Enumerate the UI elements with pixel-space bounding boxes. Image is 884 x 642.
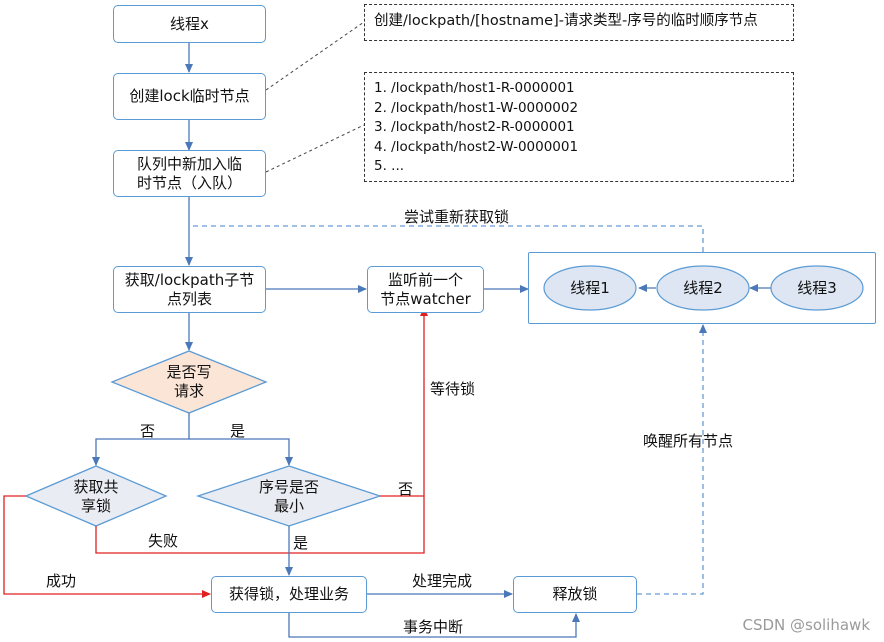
- arrow-wake-all: [637, 324, 707, 595]
- decision-is-write-text: 是否写 请求: [139, 363, 239, 401]
- note-create-lock: 创建/lockpath/[hostname]-请求类型-序号的临时顺序节点: [364, 4, 794, 41]
- node-create-lock-label: 创建lock临时节点: [129, 87, 250, 105]
- decision-get-shared-text: 获取共 享锁: [56, 478, 136, 516]
- decision-seq-min-line1: 序号是否: [258, 478, 319, 496]
- decision-seq-min-line2: 最小: [273, 497, 304, 515]
- edge-label-wake-all: 唤醒所有节点: [643, 432, 734, 450]
- note-create-lock-text: 创建/lockpath/[hostname]-请求类型-序号的临时顺序节点: [374, 13, 758, 29]
- edge-label-no-min: 否: [398, 480, 414, 498]
- decision-get-shared-line1: 获取共: [73, 478, 119, 496]
- arrow-success: [3, 495, 211, 598]
- note-leader-queue: [265, 124, 365, 173]
- edge-label-wait: 等待锁: [430, 380, 476, 398]
- node-watch-line1: 监听前一个: [387, 270, 463, 289]
- note-queue-list: 1. /lockpath/host1-R-0000001 2. /lockpat…: [364, 72, 794, 182]
- decision-get-shared-line2: 享锁: [80, 497, 111, 515]
- edge-label-success: 成功: [46, 572, 77, 590]
- node-release-label: 释放锁: [552, 585, 598, 603]
- thread-queue-container: [528, 252, 876, 324]
- node-enqueue-line1: 队列中新加入临: [136, 154, 242, 173]
- edge-label-yes-write: 是: [230, 422, 246, 440]
- edge-label-retry: 尝试重新获取锁: [404, 208, 510, 226]
- thread-3-ellipse: [770, 265, 864, 311]
- thread-3-label: 线程3: [797, 279, 837, 297]
- edge-label-yes-min: 是: [293, 534, 309, 552]
- thread-1-ellipse: [543, 265, 637, 311]
- node-create-lock: 创建lock临时节点: [113, 73, 266, 120]
- note-queue-item-1: 1. /lockpath/host1-R-0000001: [374, 80, 575, 96]
- note-queue-item-5: 5. ...: [374, 158, 405, 174]
- decision-seq-min-text: 序号是否 最小: [239, 478, 339, 516]
- edge-label-done: 处理完成: [412, 572, 473, 590]
- node-release: 释放锁: [513, 576, 637, 613]
- decision-is-write-line1: 是否写: [166, 363, 212, 381]
- node-get-children: 获取/lockpath子节 点列表: [113, 266, 266, 313]
- thread-2-ellipse: [656, 265, 750, 311]
- edge-label-no-write: 否: [140, 422, 156, 440]
- arrow-retry: [189, 225, 704, 252]
- note-queue-item-2: 2. /lockpath/host1-W-0000002: [374, 99, 579, 116]
- thread-1-label: 线程1: [570, 279, 610, 297]
- node-acquired: 获得锁，处理业务: [211, 576, 367, 613]
- note-queue-item-4: 4. /lockpath/host2-W-0000001: [374, 138, 579, 155]
- node-get-children-line2: 点列表: [166, 289, 212, 308]
- node-enqueue: 队列中新加入临 时节点（入队）: [113, 150, 266, 197]
- node-thread-x: 线程x: [113, 5, 266, 43]
- edge-label-interrupt: 事务中断: [403, 618, 464, 636]
- edge-label-fail: 失败: [148, 532, 179, 550]
- note-queue-item-3: 3. /lockpath/host2-R-0000001: [374, 119, 575, 135]
- note-leader-create: [265, 21, 365, 91]
- branch-is-write-yes: [189, 438, 293, 466]
- node-get-children-line1: 获取/lockpath子节: [124, 270, 255, 289]
- decision-is-write-line2: 请求: [173, 382, 204, 400]
- node-watch-previous: 监听前一个 节点watcher: [367, 266, 484, 313]
- node-enqueue-line2: 时节点（入队）: [136, 173, 242, 192]
- watermark: CSDN @solihawk: [742, 616, 870, 634]
- arrow-interrupt: [288, 613, 580, 638]
- branch-is-write: [92, 413, 190, 466]
- node-watch-line2: 节点watcher: [380, 289, 471, 308]
- thread-2-label: 线程2: [683, 279, 723, 297]
- node-thread-x-label: 线程x: [170, 14, 209, 33]
- node-acquired-label: 获得锁，处理业务: [228, 585, 349, 603]
- arrow-fail-to-watch: [95, 307, 428, 554]
